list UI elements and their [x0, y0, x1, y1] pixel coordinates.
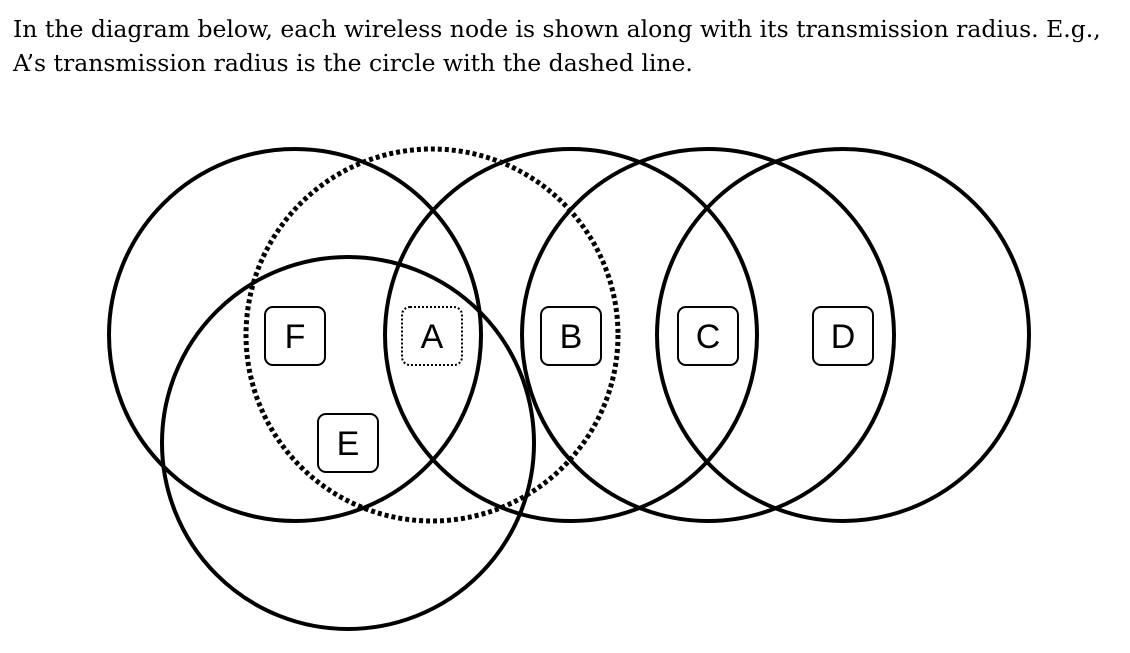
node-label-a: A [421, 318, 444, 356]
node-box-b [540, 306, 602, 366]
wireless-nodes: F A B C D E [264, 306, 874, 473]
node-label-d: D [831, 318, 856, 356]
transmission-circle-a [243, 146, 621, 524]
node-box-c [677, 306, 739, 366]
node-c: C [677, 306, 739, 366]
problem-text-line-2: A’s transmission radius is the circle wi… [13, 49, 693, 77]
transmission-circle-c [520, 147, 896, 523]
problem-text-line-1: In the diagram below, each wireless node… [13, 15, 1101, 43]
node-d: D [812, 306, 874, 366]
node-box-e [317, 413, 379, 473]
transmission-circle-b [383, 147, 759, 523]
node-label-f: F [285, 318, 306, 356]
node-b: B [540, 306, 602, 366]
node-f: F [264, 306, 326, 366]
node-e: E [317, 413, 379, 473]
node-box-f [264, 306, 326, 366]
problem-text: In the diagram below, each wireless node… [13, 12, 1123, 80]
transmission-circle-f [107, 147, 483, 523]
node-label-e: E [337, 425, 360, 463]
node-a: A [401, 306, 463, 366]
transmission-circle-e [160, 255, 536, 631]
transmission-circles [107, 146, 1031, 631]
node-box-a [401, 306, 463, 366]
transmission-circle-d [655, 147, 1031, 523]
node-box-d [812, 306, 874, 366]
node-label-c: C [696, 318, 721, 356]
node-label-b: B [560, 318, 583, 356]
